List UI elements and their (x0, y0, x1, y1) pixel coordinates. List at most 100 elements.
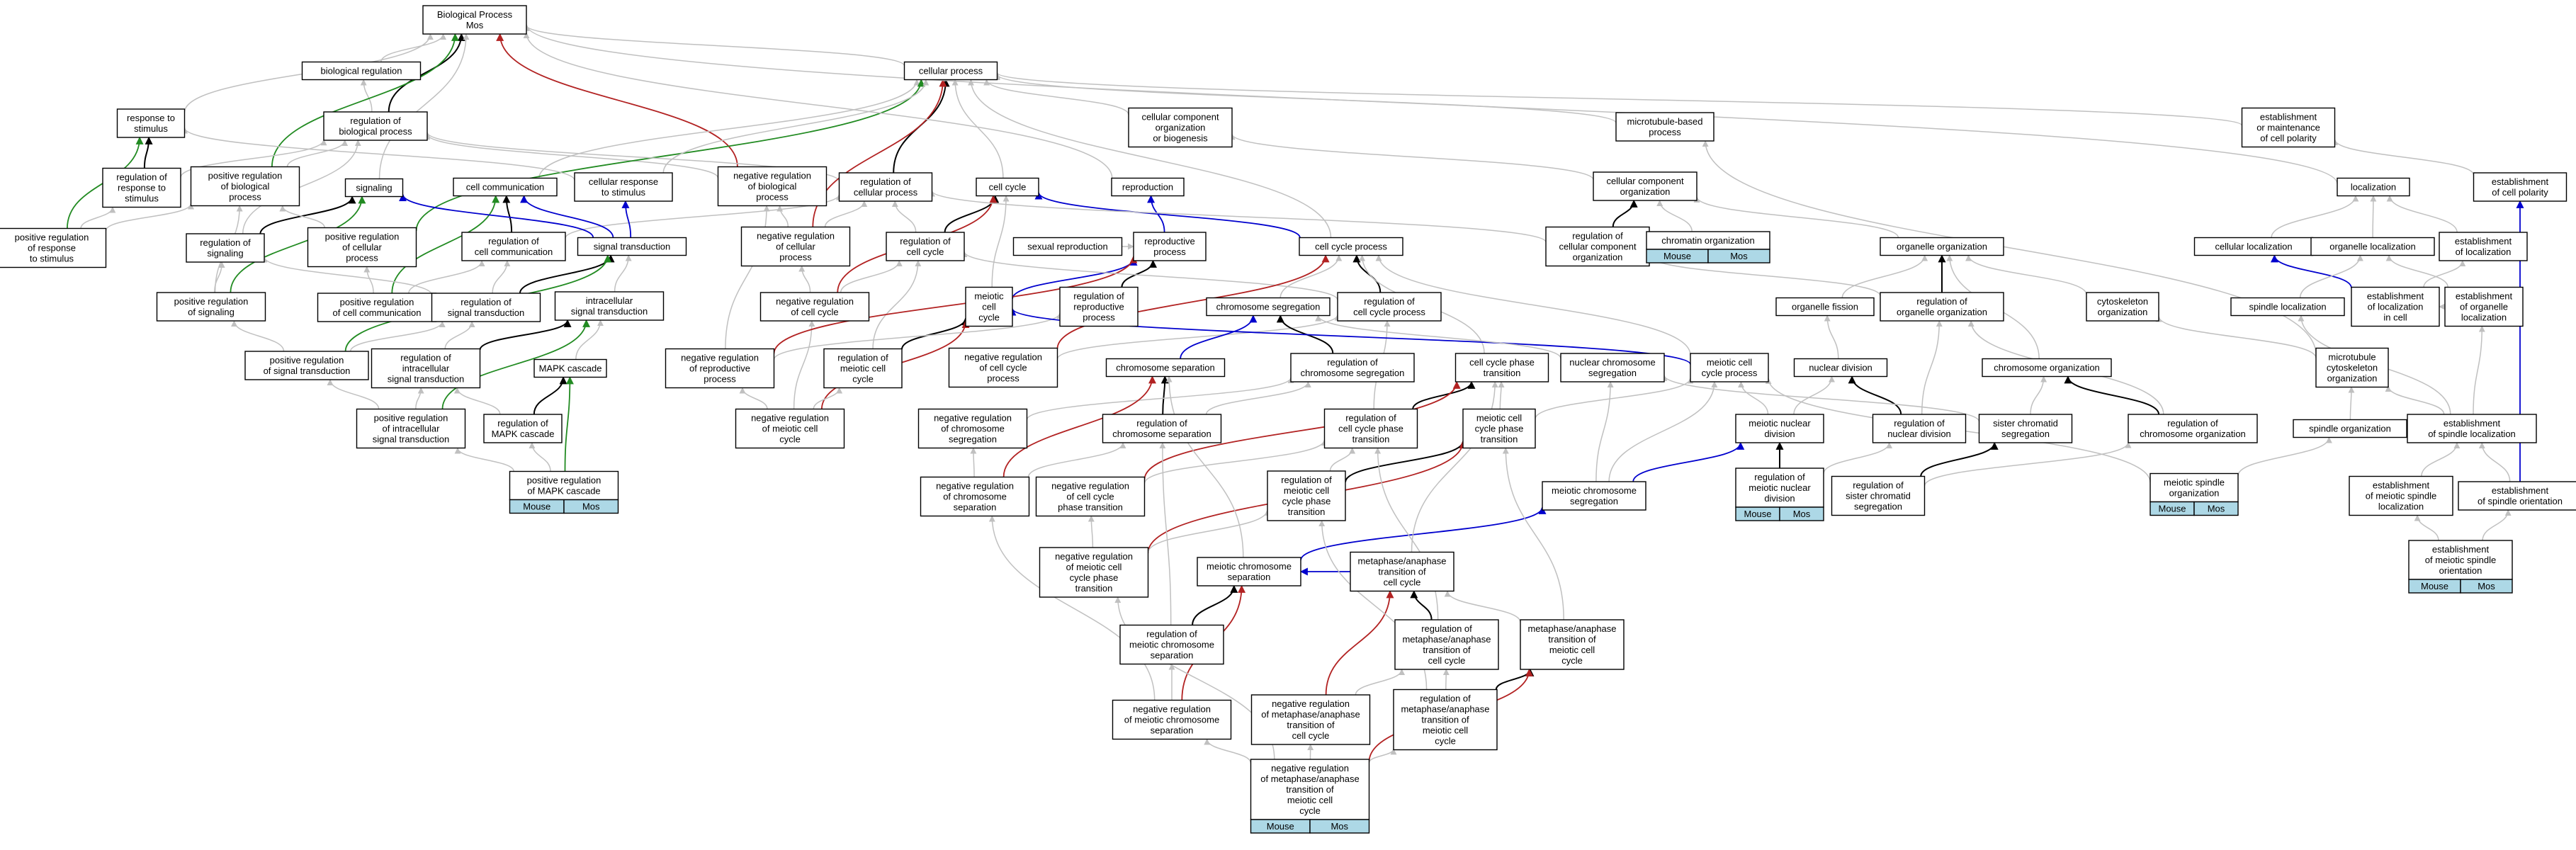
term-node-chromosome-organization[interactable]: chromosome organization (1982, 358, 2112, 378)
term-node-reproduction[interactable]: reproduction (1111, 177, 1185, 197)
term-node-nuclear-division[interactable]: nuclear division (1793, 358, 1888, 378)
term-node-spindle-localization[interactable]: spindle localization (2230, 297, 2345, 317)
term-node-spindle-organization[interactable]: spindle organization (2293, 419, 2407, 438)
term-label-line: segregation (1588, 368, 1637, 378)
term-node-cell-cycle[interactable]: cell cycle (976, 177, 1039, 197)
term-node-regulation-metaphase-anaphase-transition-cell-cycle[interactable]: regulation ofmetaphase/anaphasetransitio… (1394, 619, 1499, 670)
term-node-cell-cycle-process[interactable]: cell cycle process (1299, 237, 1403, 256)
term-node-cell-communication[interactable]: cell communication (453, 177, 558, 197)
term-node-localization[interactable]: localization (2337, 177, 2410, 197)
term-node-chromosome-segregation[interactable]: chromosome segregation (1206, 297, 1331, 317)
term-node-cellular-process[interactable]: cellular process (903, 61, 998, 81)
term-node-organelle-localization[interactable]: organelle localization (2310, 237, 2435, 256)
term-node-regulation-metaphase-anaphase-transition-meiotic-cell-cycle[interactable]: regulation ofmetaphase/anaphasetransitio… (1393, 688, 1498, 751)
term-node-signaling[interactable]: signaling (344, 178, 404, 198)
term-node-mapk-cascade[interactable]: MAPK cascade (533, 358, 607, 378)
term-node-biological-regulation[interactable]: biological regulation (301, 61, 422, 81)
term-node-signal-transduction[interactable]: signal transduction (577, 237, 687, 256)
term-node-organelle-fission[interactable]: organelle fission (1775, 297, 1875, 317)
term-node-chromosome-separation[interactable]: chromosome separation (1105, 358, 1226, 378)
term-node-sexual-reproduction[interactable]: sexual reproduction (1012, 237, 1123, 256)
term-node-organelle-organization[interactable]: organelle organization (1880, 237, 2004, 256)
term-node-cellular-localization[interactable]: cellular localization (2193, 237, 2314, 256)
